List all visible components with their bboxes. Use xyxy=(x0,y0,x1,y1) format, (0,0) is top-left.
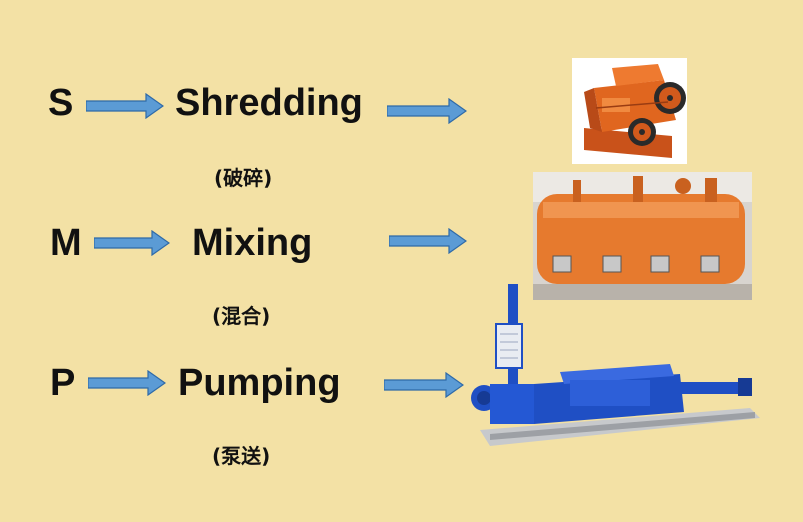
word-shredding: Shredding xyxy=(175,82,363,124)
chinese-pumping: (泵送) xyxy=(212,444,271,468)
arrow-right-icon xyxy=(94,230,170,256)
letter-m: M xyxy=(50,222,82,264)
mixer-machine-image xyxy=(533,172,752,300)
shredder-machine-image xyxy=(572,58,687,164)
chinese-mixing: (混合) xyxy=(212,304,271,328)
arrow-right-icon xyxy=(387,98,467,124)
chinese-shredding: (破碎) xyxy=(214,166,273,190)
letter-p: P xyxy=(50,362,76,404)
arrow-right-icon xyxy=(384,372,464,398)
pump-machine-image xyxy=(470,284,768,454)
letter-s: S xyxy=(48,82,74,124)
arrow-right-icon xyxy=(88,370,166,396)
word-mixing: Mixing xyxy=(192,222,313,264)
arrow-right-icon xyxy=(86,93,164,119)
arrow-right-icon xyxy=(389,228,467,254)
word-pumping: Pumping xyxy=(178,362,341,404)
